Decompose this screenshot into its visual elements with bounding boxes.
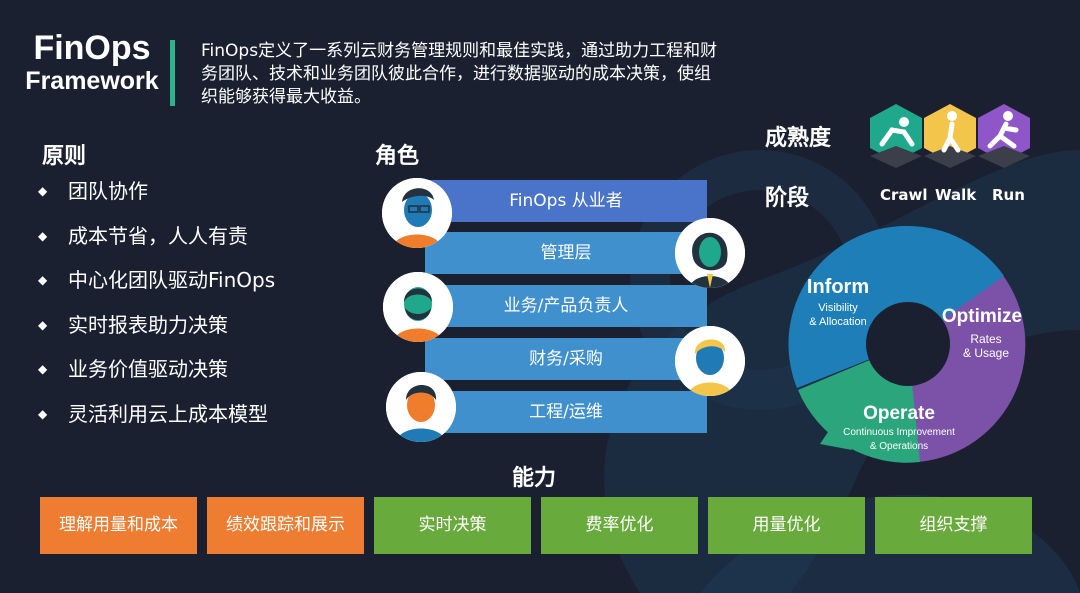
optimize-title: Optimize: [942, 306, 1022, 327]
diamond-bullet-icon: ◆: [38, 228, 48, 243]
operate-line1: Continuous Improvement: [843, 427, 955, 438]
diamond-bullet-icon: ◆: [38, 406, 48, 421]
inform-title: Inform: [807, 276, 869, 298]
principles-list: ◆ 团队协作 ◆ 成本节省，人人有责 ◆ 中心化团队驱动FinOps ◆ 实时报表助力决…: [38, 176, 275, 443]
maturity-walker-icons: [870, 104, 1030, 168]
principles-heading: 原则: [42, 144, 87, 169]
optimize-line2: & Usage: [963, 346, 1009, 360]
operate-line2: & Operations: [870, 441, 928, 452]
principle-label: 中心化团队驱动FinOps: [68, 268, 276, 292]
role-bar-engineering: 工程/运维: [425, 391, 707, 433]
finance-avatar: [675, 326, 745, 396]
capability-performance-tracking: 绩效跟踪和展示: [207, 497, 364, 554]
principle-item: ◆ 灵活利用云上成本模型: [38, 399, 275, 444]
engineering-avatar: [386, 372, 456, 442]
title-divider: [170, 40, 175, 106]
phases-cycle-diagram: Inform Visibility & Allocation Optimize …: [788, 225, 1026, 463]
diamond-bullet-icon: ◆: [38, 362, 48, 376]
executive-avatar: [675, 218, 745, 288]
diamond-bullet-icon: ◆: [38, 273, 48, 287]
framework-title: FinOps Framework: [22, 30, 162, 96]
principle-label: 实时报表助力决策: [68, 312, 228, 337]
principle-item: ◆ 团队协作: [38, 176, 275, 221]
role-bar-business: 业务/产品负责人: [425, 285, 707, 327]
inform-line2: & Allocation: [809, 316, 866, 328]
phases-heading: 阶段: [765, 186, 810, 211]
optimize-segment: [908, 274, 1026, 462]
intro-text: FinOps定义了一系列云财务管理规则和最佳实践，通过助力工程和财务团队、技术和…: [201, 41, 718, 107]
inform-line1: Visibility: [818, 302, 858, 314]
capability-usage-optimization: 用量优化: [708, 497, 865, 554]
maturity-heading: 成熟度: [765, 126, 832, 151]
principle-item: ◆ 中心化团队驱动FinOps: [38, 265, 275, 310]
maturity-level-crawl: Crawl: [880, 186, 928, 204]
optimize-line1: Rates: [970, 332, 1001, 346]
role-bar-finops: FinOps 从业者: [425, 180, 707, 222]
principle-label: 成本节省，人人有责: [68, 223, 248, 248]
run-icon: [978, 104, 1030, 168]
capabilities-heading: 能力: [512, 466, 557, 491]
capability-realtime-decisions: 实时决策: [374, 497, 531, 554]
principle-label: 团队协作: [68, 179, 148, 203]
title-line1: FinOps: [33, 29, 151, 67]
capability-rate-optimization: 费率优化: [541, 497, 698, 554]
maturity-level-run: Run: [992, 186, 1025, 204]
roles-heading: 角色: [375, 144, 420, 169]
principle-item: ◆ 实时报表助力决策: [38, 310, 275, 355]
diamond-bullet-icon: ◆: [38, 184, 48, 198]
walk-icon: [924, 104, 976, 168]
principle-item: ◆ 成本节省，人人有责: [38, 221, 275, 266]
crawl-icon: [870, 104, 922, 168]
operate-title: Operate: [863, 403, 935, 424]
diamond-bullet-icon: ◆: [38, 317, 48, 332]
principle-label: 灵活利用云上成本模型: [68, 401, 268, 426]
role-bar-finance: 财务/采购: [425, 338, 707, 380]
capability-understand-usage-cost: 理解用量和成本: [40, 497, 197, 554]
principle-item: ◆ 业务价值驱动决策: [38, 354, 275, 399]
finops-practitioner-avatar: [382, 178, 452, 248]
maturity-level-walk: Walk: [935, 186, 977, 204]
cycle-center: [866, 302, 950, 386]
capability-organizational-support: 组织支撑: [875, 497, 1032, 554]
title-line2: Framework: [25, 67, 159, 95]
principle-label: 业务价值驱动决策: [68, 357, 228, 381]
role-bar-executive: 管理层: [425, 232, 707, 274]
business-owner-avatar: [383, 272, 453, 342]
